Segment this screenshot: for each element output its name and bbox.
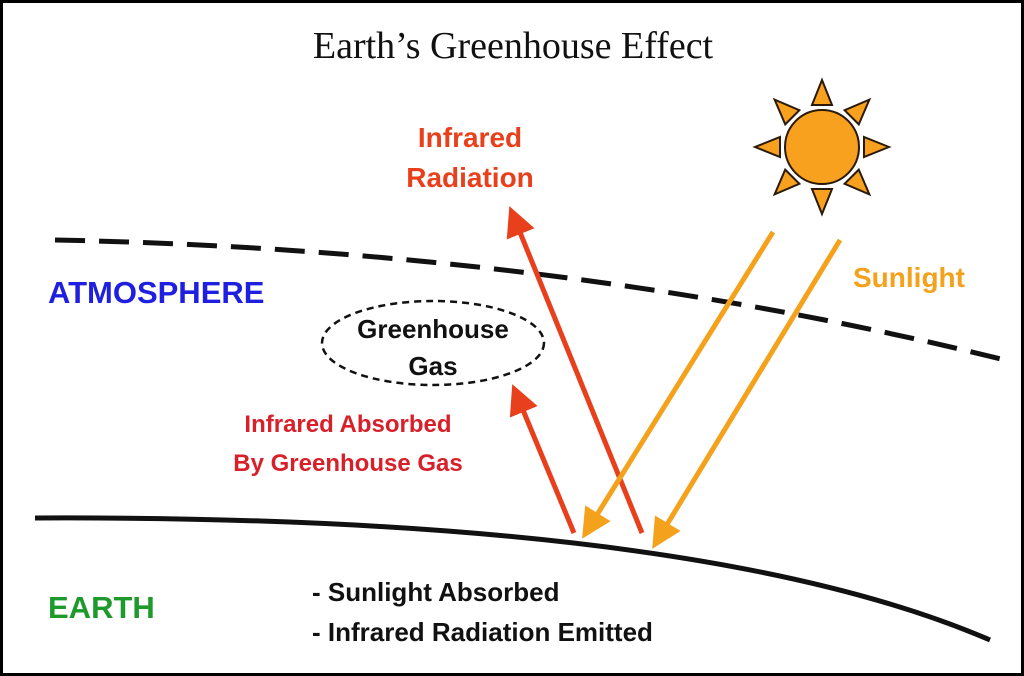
greenhouse-gas-label-1: Greenhouse — [357, 314, 509, 344]
diagram-title: Earth’s Greenhouse Effect — [313, 25, 714, 67]
greenhouse-gas-label-2: Gas — [408, 351, 457, 381]
atmosphere-boundary — [54, 237, 1006, 363]
sun-icon — [754, 77, 890, 215]
earth-note-sunlight-absorbed: - Sunlight Absorbed — [312, 577, 559, 607]
earth-note-infrared-emitted: - Infrared Radiation Emitted — [312, 617, 653, 647]
atmosphere-label: ATMOSPHERE — [48, 275, 264, 310]
infrared-absorbed-arrow — [509, 384, 577, 534]
infrared-absorbed-label-1: Infrared Absorbed — [244, 411, 451, 438]
sunlight-label: Sunlight — [853, 262, 965, 293]
earth-surface — [34, 515, 991, 643]
infrared-radiation-label-1: Infrared — [418, 122, 522, 153]
sunlight-arrow-2 — [652, 238, 843, 549]
earth-label: EARTH — [48, 590, 155, 625]
greenhouse-gas-ellipse — [320, 299, 546, 387]
infrared-radiation-label-2: Radiation — [406, 162, 534, 193]
sunlight-arrow-1 — [582, 230, 776, 539]
infrared-absorbed-label-2: By Greenhouse Gas — [233, 450, 462, 477]
